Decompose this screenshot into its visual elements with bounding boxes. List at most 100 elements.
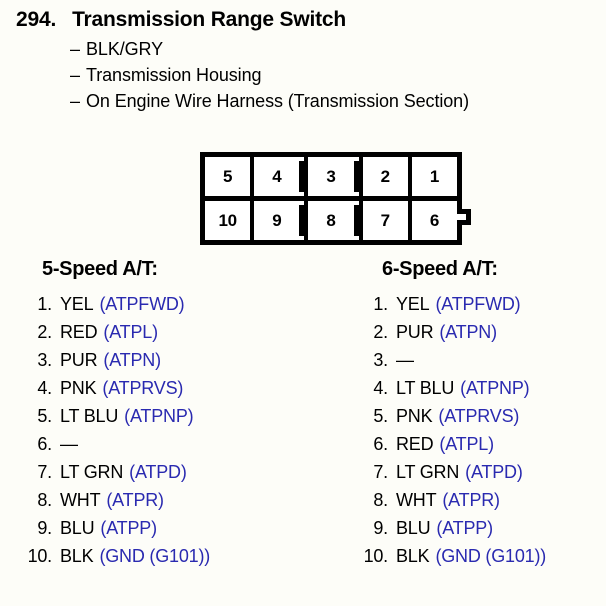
pin-wire-color: PUR: [60, 350, 98, 370]
pin-wire-color: PNK: [60, 378, 97, 398]
pin-number: 4.: [37, 378, 52, 398]
detail-item-location: –Transmission Housing: [70, 62, 606, 88]
detail-item-wire-color: –BLK/GRY: [70, 36, 606, 62]
connector-pin-4: 4: [250, 157, 300, 196]
list-item: 7. LT GRN (ATPD): [358, 458, 606, 486]
list-item: 10. BLK (GND (G101)): [358, 542, 606, 570]
pin-wire-color: BLK: [60, 546, 94, 566]
pin-number: 9.: [373, 518, 388, 538]
list-item: 2. PUR (ATPN): [358, 318, 606, 346]
list-item: 1. YEL (ATPFWD): [358, 290, 606, 318]
pin-signal-name: (ATPD): [129, 462, 187, 482]
connector-pin-9: 9: [250, 201, 300, 240]
pin-number: 6.: [37, 434, 52, 454]
list-item: 9. BLU (ATPP): [358, 514, 606, 542]
pin-wire-color: LT GRN: [396, 462, 460, 482]
connector-body: 5 4 3 2 1 10 9 8 7 6: [200, 152, 471, 245]
pin-number: 5.: [373, 406, 388, 426]
pin-number: 2.: [373, 322, 388, 342]
pin-number: 1.: [37, 294, 52, 314]
pin-number: 3.: [37, 350, 52, 370]
pin-wire-color: WHT: [396, 490, 437, 510]
pin-signal-name: (ATPN): [103, 350, 161, 370]
connector-pin-3: 3: [304, 157, 354, 196]
pin-wire-color: LT GRN: [60, 462, 124, 482]
detail-item-label: Transmission Housing: [86, 65, 262, 85]
pin-wire-color: BLU: [60, 518, 95, 538]
pin-wire-color: LT BLU: [60, 406, 119, 426]
pin-signal-name: (ATPRVS): [438, 406, 520, 426]
list-item: 4. PNK (ATPRVS): [22, 374, 312, 402]
pin-signal-name: (ATPP): [436, 518, 493, 538]
pin-signal-name: (ATPNP): [460, 378, 530, 398]
pin-number: 5.: [37, 406, 52, 426]
list-item: 2. RED (ATPL): [22, 318, 312, 346]
connector-pin-10: 10: [205, 201, 251, 240]
pin-signal-name: (ATPL): [103, 322, 158, 342]
detail-item-label: BLK/GRY: [86, 39, 164, 59]
pin-wire-color: YEL: [396, 294, 430, 314]
pin-number: 3.: [373, 350, 388, 370]
list-item: 1. YEL (ATPFWD): [22, 290, 312, 318]
connector-pin-2: 2: [358, 157, 408, 196]
pin-number: 7.: [37, 462, 52, 482]
pin-number: 2.: [37, 322, 52, 342]
detail-list: –BLK/GRY –Transmission Housing –On Engin…: [0, 36, 606, 114]
list-item: 5. LT BLU (ATPNP): [22, 402, 312, 430]
pin-signal-name: (ATPFWD): [99, 294, 185, 314]
connector-diagram: 5 4 3 2 1 10 9 8 7 6: [200, 152, 471, 245]
pin-signal-name: (ATPP): [100, 518, 157, 538]
connector-keying-tab-icon: [457, 209, 471, 225]
list-item: 3. —: [358, 346, 606, 374]
list-item: 8. WHT (ATPR): [22, 486, 312, 514]
pin-empty-dash-icon: —: [60, 434, 78, 454]
detail-item-harness: –On Engine Wire Harness (Transmission Se…: [70, 88, 606, 114]
pin-wire-color: WHT: [60, 490, 101, 510]
pin-signal-name: (GND (G101)): [435, 546, 547, 566]
entry-header: 294. Transmission Range Switch –BLK/GRY …: [0, 0, 606, 114]
pin-wire-color: PNK: [396, 406, 433, 426]
list-item: 10. BLK (GND (G101)): [22, 542, 312, 570]
list-item: 5. PNK (ATPRVS): [358, 402, 606, 430]
pin-number: 6.: [373, 434, 388, 454]
pin-signal-name: (ATPRVS): [102, 378, 184, 398]
pin-wire-color: RED: [396, 434, 434, 454]
pin-number: 8.: [37, 490, 52, 510]
pin-signal-name: (ATPD): [465, 462, 523, 482]
list-item: 3. PUR (ATPN): [22, 346, 312, 374]
connector-pin-5: 5: [205, 157, 251, 196]
pin-signal-name: (ATPN): [439, 322, 497, 342]
entry-number: 294.: [16, 8, 57, 31]
pinout-heading-6-speed: 6-Speed A/T:: [382, 258, 498, 280]
pinout-column-6-speed: 6-Speed A/T: 1. YEL (ATPFWD) 2. PUR (ATP…: [358, 258, 606, 570]
pin-signal-name: (GND (G101)): [99, 546, 211, 566]
list-item: 6. RED (ATPL): [358, 430, 606, 458]
connector-pin-8: 8: [304, 201, 354, 240]
connector-pin-6: 6: [407, 201, 458, 240]
pin-number: 9.: [37, 518, 52, 538]
title-row: 294. Transmission Range Switch: [0, 0, 606, 32]
pin-signal-name: (ATPR): [442, 490, 500, 510]
pinout-heading-5-speed: 5-Speed A/T:: [42, 258, 158, 280]
bullet-dash-icon: –: [70, 39, 80, 59]
pin-number: 10.: [27, 546, 53, 566]
pin-number: 7.: [373, 462, 388, 482]
page-title: Transmission Range Switch: [72, 8, 346, 31]
pin-wire-color: PUR: [396, 322, 434, 342]
pin-signal-name: (ATPNP): [124, 406, 194, 426]
pin-number: 1.: [373, 294, 388, 314]
connector-bottom-row: 10 9 8 7 6: [205, 196, 458, 240]
pin-number: 4.: [373, 378, 388, 398]
pin-wire-color: BLU: [396, 518, 431, 538]
bullet-dash-icon: –: [70, 91, 80, 111]
connector-pin-7: 7: [358, 201, 408, 240]
pin-wire-color: RED: [60, 322, 98, 342]
pinout-column-5-speed: 5-Speed A/T: 1. YEL (ATPFWD) 2. RED (ATP…: [22, 258, 312, 570]
bullet-dash-icon: –: [70, 65, 80, 85]
list-item: 7. LT GRN (ATPD): [22, 458, 312, 486]
pin-wire-color: YEL: [60, 294, 94, 314]
pin-signal-name: (ATPR): [106, 490, 164, 510]
pin-number: 8.: [373, 490, 388, 510]
pin-signal-name: (ATPFWD): [435, 294, 521, 314]
connector-pin-1: 1: [407, 157, 458, 196]
